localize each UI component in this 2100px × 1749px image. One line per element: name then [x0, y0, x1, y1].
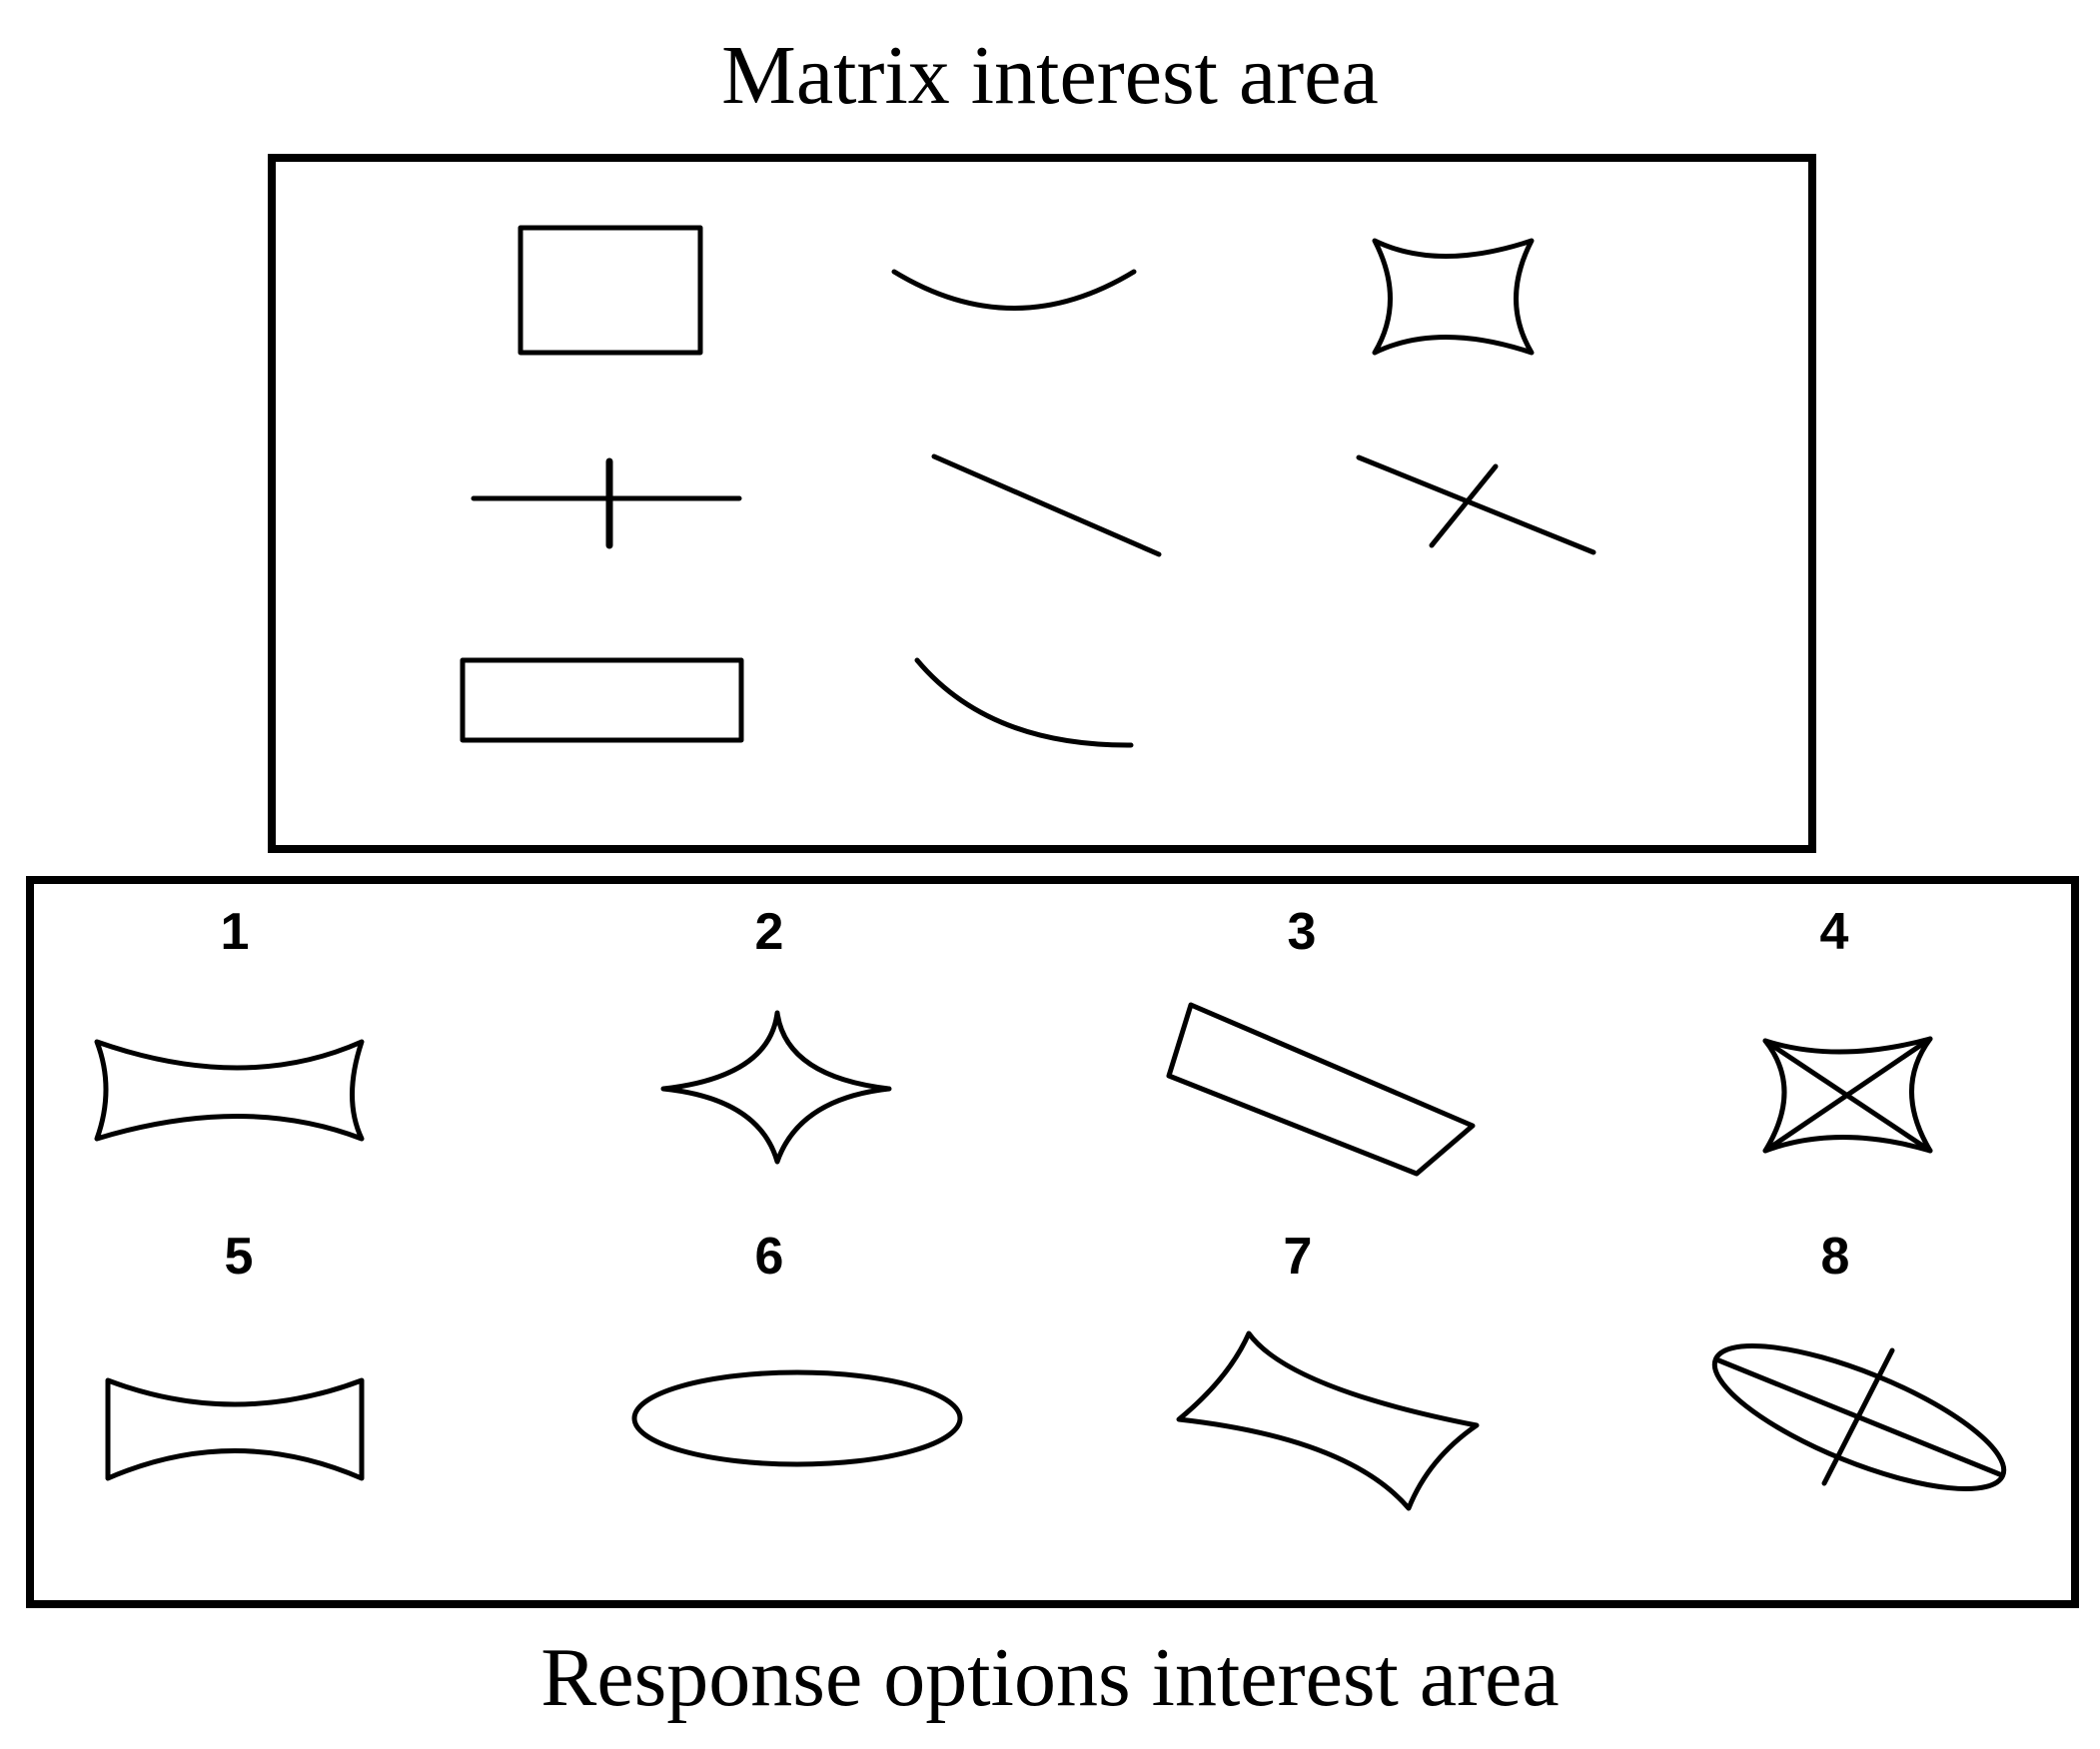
response-area-caption: Response options interest area	[540, 1631, 1560, 1724]
matrix-area-caption: Matrix interest area	[721, 29, 1379, 122]
matrix-interest-area	[268, 154, 1816, 853]
response-options-interest-area	[26, 876, 2079, 1608]
